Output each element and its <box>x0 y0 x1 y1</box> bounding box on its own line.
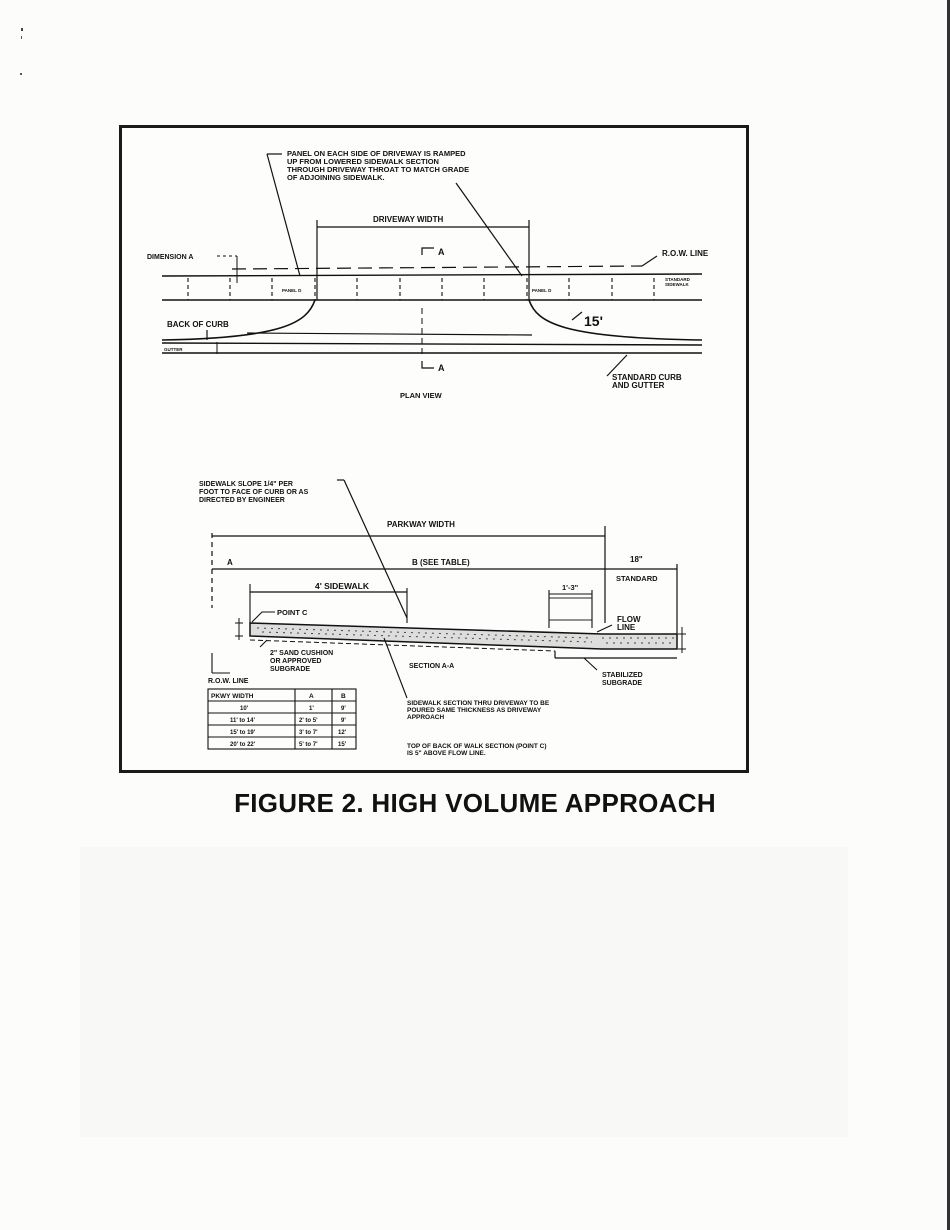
back-of-curb-label: BACK OF CURB <box>167 320 229 329</box>
slope-note-2: FOOT TO FACE OF CURB OR AS <box>199 489 309 496</box>
standard-sidewalk-label-2: SIDEWALK <box>665 282 690 287</box>
thickness-note-3: APPROACH <box>407 714 445 721</box>
row-line-label: R.O.W. LINE <box>662 249 709 258</box>
standard-curb-label-2: AND GUTTER <box>612 381 665 390</box>
table-cell: 10' <box>240 706 249 712</box>
plan-view-title: PLAN VIEW <box>400 391 443 400</box>
sand-cushion-2: OR APPROVED <box>270 658 321 665</box>
radius-label: 15' <box>584 313 603 329</box>
row-line-section-label: R.O.W. LINE <box>208 678 249 685</box>
parkway-width-label: PARKWAY WIDTH <box>387 520 455 529</box>
figure-frame: PANEL ON EACH SIDE OF DRIVEWAY IS RAMPED… <box>119 125 749 773</box>
point-c-label: POINT C <box>277 608 308 617</box>
section-mark-bottom: A <box>438 363 445 373</box>
dimension-table: PKWY WIDTH A B 10' 1' 9' 11' to 14' 2' t… <box>211 693 347 748</box>
panel-d-left-label: PANEL D <box>282 288 302 293</box>
dim-1-3-label: 1'-3" <box>562 583 579 592</box>
dimension-table-grid <box>207 688 357 750</box>
table-cell: 20' to 22' <box>230 742 256 748</box>
driveway-detail-drawing: PANEL ON EACH SIDE OF DRIVEWAY IS RAMPED… <box>147 149 709 757</box>
top-note-2: IS 5" ABOVE FLOW LINE. <box>407 750 486 757</box>
slope-note-1: SIDEWALK SLOPE 1/4" PER <box>199 481 293 488</box>
gutter-label: GUTTER <box>164 347 183 352</box>
section-label: SECTION A-A <box>409 663 454 670</box>
scan-speck <box>20 28 23 75</box>
panel-note-3: THROUGH DRIVEWAY THROAT TO MATCH GRADE <box>287 165 469 174</box>
stabilized-label-2: SUBGRADE <box>602 680 642 687</box>
table-header-a: A <box>309 693 314 700</box>
plan-view <box>161 153 703 377</box>
table-cell: 2' to 5' <box>299 718 318 724</box>
table-header-pkwy: PKWY WIDTH <box>211 693 254 700</box>
section-mark-top: A <box>438 247 445 257</box>
table-cell: 9' <box>341 718 346 724</box>
table-cell: 3' to 7' <box>299 730 318 736</box>
panel-note-2: UP FROM LOWERED SIDEWALK SECTION <box>287 157 439 166</box>
dimension-a-label: DIMENSION A <box>147 254 193 261</box>
plan-view-labels: PANEL ON EACH SIDE OF DRIVEWAY IS RAMPED… <box>147 149 709 400</box>
sidewalk-4-label: 4' SIDEWALK <box>315 581 370 591</box>
table-cell: 15' <box>338 742 347 748</box>
top-note-1: TOP OF BACK OF WALK SECTION (POINT C) <box>407 743 547 750</box>
thickness-note-1: SIDEWALK SECTION THRU DRIVEWAY TO BE <box>407 700 550 707</box>
panel-note-1: PANEL ON EACH SIDE OF DRIVEWAY IS RAMPED <box>287 149 466 158</box>
sand-cushion-1: 2" SAND CUSHION <box>270 650 333 657</box>
driveway-width-label: DRIVEWAY WIDTH <box>373 215 443 224</box>
stabilized-label-1: STABILIZED <box>602 672 643 679</box>
standard-label: STANDARD <box>616 574 658 583</box>
panel-d-right-label: PANEL D <box>532 288 552 293</box>
blank-area <box>80 847 848 1137</box>
standard-sidewalk-label-1: STANDARD <box>665 277 691 282</box>
section-view-labels: SIDEWALK SLOPE 1/4" PER FOOT TO FACE OF … <box>199 481 658 757</box>
table-cell: 1' <box>309 706 314 712</box>
section-view <box>207 479 686 750</box>
dim-a-label: A <box>227 558 233 567</box>
thickness-note-2: POURED SAME THICKNESS AS DRIVEWAY <box>407 707 542 714</box>
table-cell: 12' <box>338 730 347 736</box>
table-cell: 15' to 19' <box>230 730 256 736</box>
table-cell: 5' to 7' <box>299 742 318 748</box>
table-cell: 11' to 14' <box>230 718 255 724</box>
flow-line-label-2: LINE <box>617 623 636 632</box>
table-cell: 9' <box>341 706 346 712</box>
table-header-b: B <box>341 693 346 700</box>
slope-note-3: DIRECTED BY ENGINEER <box>199 497 285 504</box>
dim-18-label: 18" <box>630 555 643 564</box>
standard-curb-label-1: STANDARD CURB <box>612 373 682 382</box>
sand-cushion-3: SUBGRADE <box>270 666 310 673</box>
flow-line-label-1: FLOW <box>617 615 641 624</box>
dim-b-label: B (SEE TABLE) <box>412 558 470 567</box>
panel-note-4: OF ADJOINING SIDEWALK. <box>287 173 385 182</box>
figure-caption: FIGURE 2. HIGH VOLUME APPROACH <box>234 788 716 818</box>
scan-edge <box>947 0 950 1230</box>
